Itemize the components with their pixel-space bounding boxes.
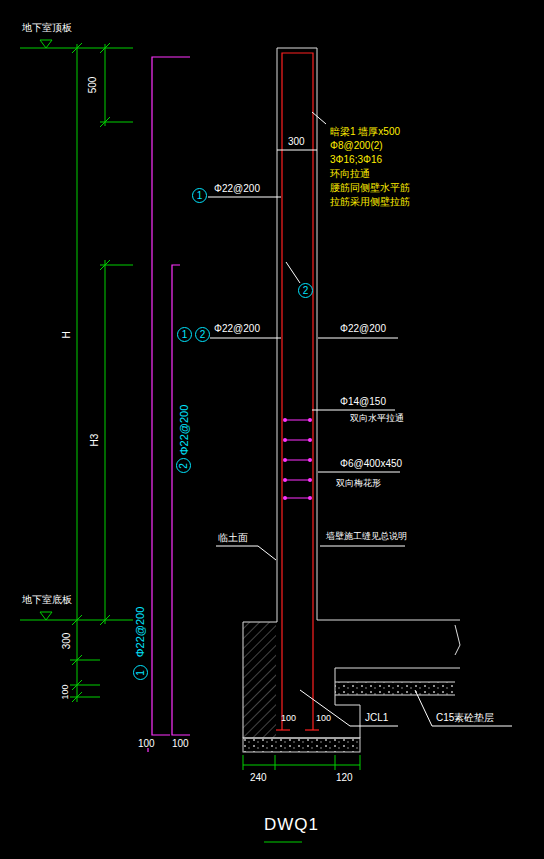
- drawing-label: Φ22@200: [178, 405, 190, 456]
- drawing-label: 暗梁1 墙厚x500: [330, 126, 400, 137]
- callout-number: 2: [200, 330, 206, 340]
- drawing-label: C15素砼垫层: [436, 712, 494, 723]
- callout-number: 1: [136, 670, 146, 676]
- drawing-label: 120: [336, 772, 353, 783]
- drawing-label: Φ14@150: [340, 396, 386, 407]
- drawing-label: 拉筋采用侧壁拉筋: [330, 196, 410, 207]
- callout-circle: 2: [176, 458, 191, 473]
- callout-number: 2: [303, 286, 309, 296]
- drawing-label: H: [61, 331, 72, 338]
- drawing-label: 墙壁施工缝见总说明: [326, 532, 407, 542]
- drawing-label: 双向水平拉通: [350, 414, 404, 424]
- drawing-label: 临土面: [218, 532, 248, 543]
- drawing-label: 双向梅花形: [336, 479, 381, 489]
- callout-circle: 1: [192, 188, 207, 203]
- callout-number: 1: [197, 191, 203, 201]
- drawing-label: 300: [288, 136, 305, 147]
- drawing-label: 环向拉通: [330, 168, 370, 179]
- drawing-label: Φ22@200: [340, 323, 386, 334]
- drawing-label: 腰筋同侧壁水平筋: [330, 182, 410, 193]
- drawing-label: H3: [89, 434, 100, 447]
- drawing-label: 100: [138, 738, 155, 749]
- drawing-label: 100: [172, 738, 189, 749]
- drawing-label: 地下室顶板: [22, 22, 72, 33]
- drawing-label: 100: [316, 714, 331, 724]
- drawing-label: 100: [61, 684, 71, 699]
- drawing-label: Φ22@200: [214, 183, 260, 194]
- drawing-label: Φ8@200(2): [330, 140, 383, 151]
- drawing-label: Φ6@400x450: [340, 458, 402, 469]
- drawing-label: JCL1: [365, 712, 388, 723]
- drawing-label: Φ22@200: [134, 607, 146, 658]
- drawing-label: 240: [250, 772, 267, 783]
- drawing-label: 100: [281, 714, 296, 724]
- callout-circle: 1: [133, 665, 148, 680]
- drawing-title: DWQ1: [264, 816, 319, 835]
- callout-circle: 2: [298, 283, 313, 298]
- drawing-label: 300: [61, 633, 72, 650]
- callout-circle: 1: [177, 327, 192, 342]
- drawing-label: Φ22@200: [214, 323, 260, 334]
- callout-number: 1: [182, 330, 188, 340]
- drawing-label: 500: [87, 77, 98, 94]
- callout-circle: 2: [195, 327, 210, 342]
- drawing-label: 地下室底板: [22, 594, 72, 605]
- drawing-label: 3Φ16;3Φ16: [330, 154, 382, 165]
- callout-number: 2: [179, 463, 189, 469]
